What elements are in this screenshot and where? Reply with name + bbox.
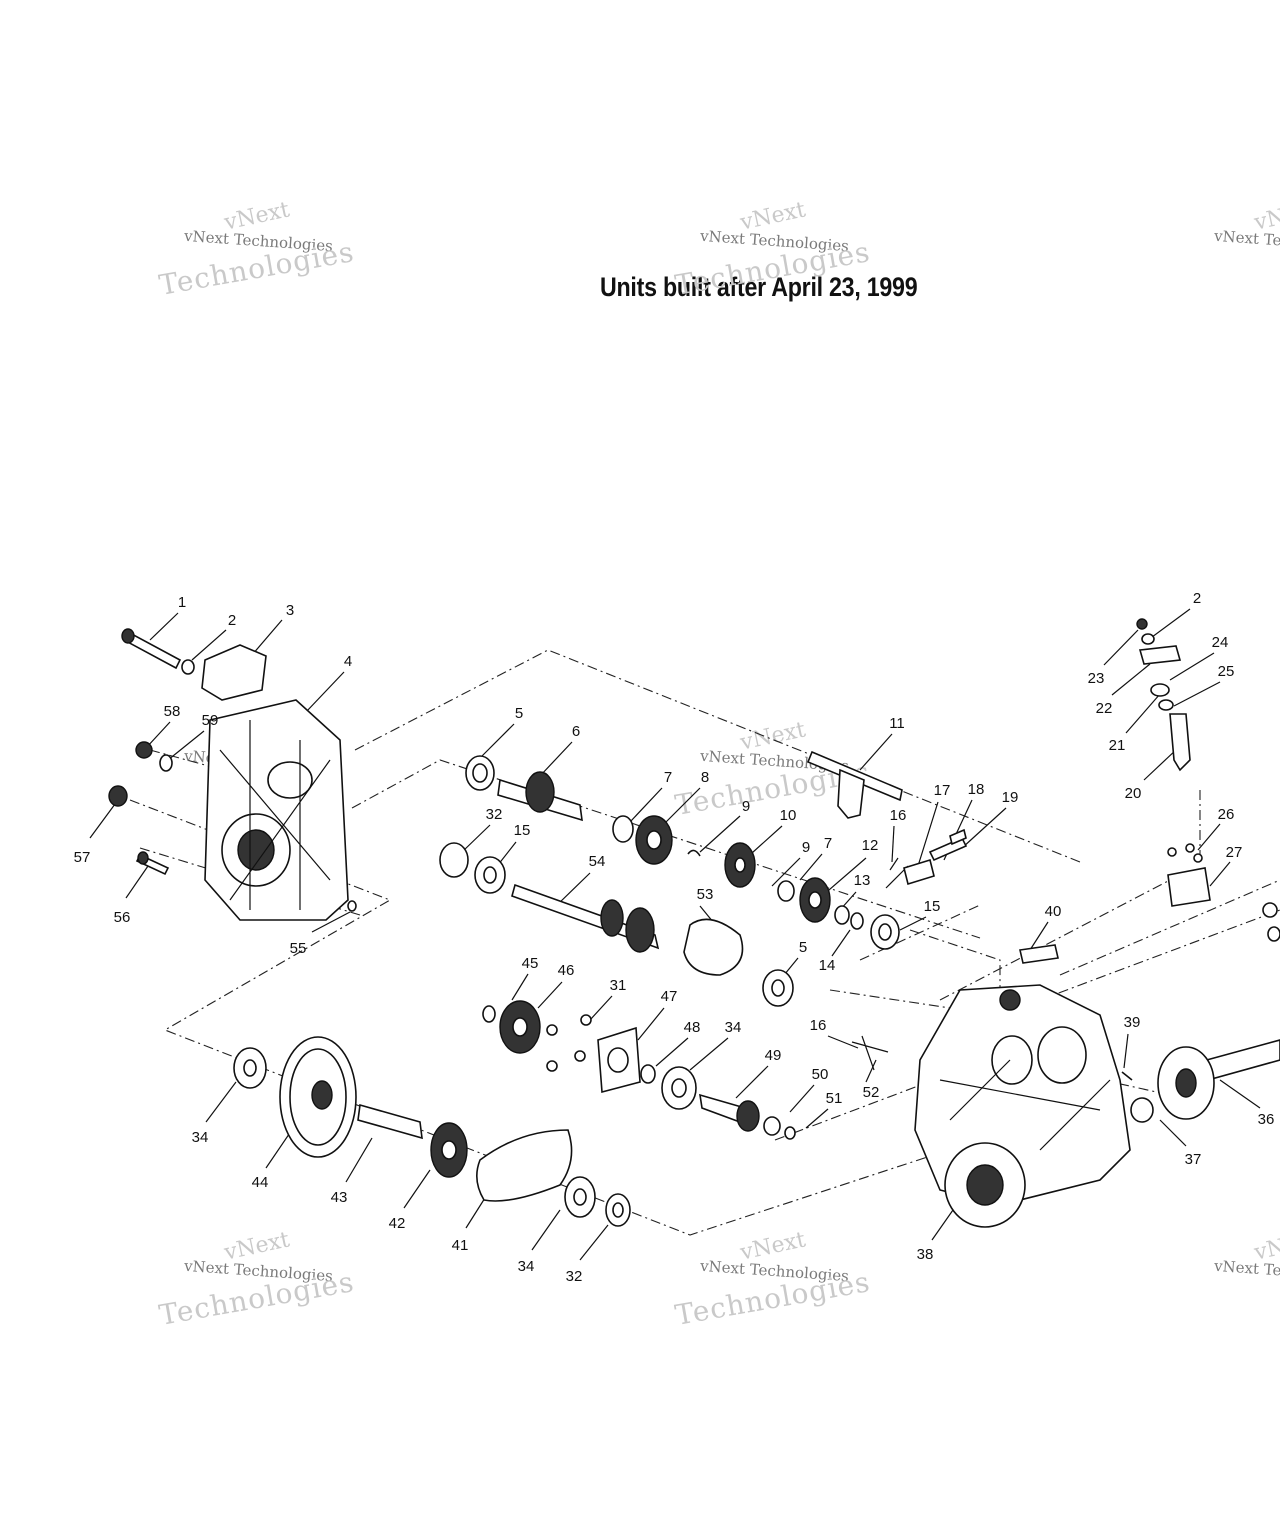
callout-16: 16 [890, 807, 907, 824]
callout-3: 3 [286, 602, 294, 619]
callout-52: 52 [863, 1084, 880, 1101]
callout-57: 57 [74, 849, 91, 866]
callout-9: 9 [742, 798, 750, 815]
callout-4: 4 [344, 653, 352, 670]
callout-37: 37 [1185, 1151, 1202, 1168]
callout-54: 54 [589, 853, 606, 870]
callout-34: 34 [518, 1258, 535, 1275]
callout-15: 15 [924, 898, 941, 915]
callout-49: 49 [765, 1047, 782, 1064]
callout-50: 50 [812, 1066, 829, 1083]
callout-51: 51 [826, 1090, 843, 1107]
callout-42: 42 [389, 1215, 406, 1232]
callout-8: 8 [701, 769, 709, 786]
callout-14: 14 [819, 957, 836, 974]
callout-24: 24 [1212, 634, 1229, 651]
callout-34: 34 [725, 1019, 742, 1036]
callout-39: 39 [1124, 1014, 1141, 1031]
callout-46: 46 [558, 962, 575, 979]
callout-11: 11 [889, 715, 905, 732]
callout-59: 59 [202, 712, 219, 729]
callout-47: 47 [661, 988, 678, 1005]
callout-41: 41 [452, 1237, 469, 1254]
callout-12: 12 [862, 837, 879, 854]
callout-22: 22 [1096, 700, 1113, 717]
callout-15: 15 [514, 822, 531, 839]
callout-55: 55 [290, 940, 307, 957]
callout-23: 23 [1088, 670, 1105, 687]
callout-1: 1 [178, 594, 186, 611]
callout-21: 21 [1109, 737, 1126, 754]
callout-53: 53 [697, 886, 714, 903]
callout-38: 38 [917, 1246, 934, 1263]
callout-2: 2 [228, 612, 236, 629]
main-case-group [885, 618, 1280, 1228]
callout-27: 27 [1226, 844, 1243, 861]
callout-32: 32 [486, 806, 503, 823]
callout-7: 7 [664, 769, 672, 786]
callout-25: 25 [1218, 663, 1235, 680]
callout-26: 26 [1218, 806, 1235, 823]
callout-34: 34 [192, 1129, 209, 1146]
drive-group [233, 1000, 889, 1227]
callout-44: 44 [252, 1174, 269, 1191]
callout-56: 56 [114, 909, 131, 926]
callout-19: 19 [1002, 789, 1019, 806]
callout-5: 5 [515, 705, 523, 722]
callout-18: 18 [968, 781, 985, 798]
callout-9: 9 [802, 839, 810, 856]
callout-48: 48 [684, 1019, 701, 1036]
callout-7: 7 [824, 835, 832, 852]
callout-2: 2 [1193, 590, 1201, 607]
callout-13: 13 [854, 872, 871, 889]
callout-10: 10 [780, 807, 797, 824]
callout-17: 17 [934, 782, 951, 799]
callout-58: 58 [164, 703, 181, 720]
callout-5: 5 [799, 939, 807, 956]
callout-40: 40 [1045, 903, 1062, 920]
diagram-title: Units built after April 23, 1999 [600, 272, 918, 302]
callout-20: 20 [1125, 785, 1142, 802]
callout-31: 31 [610, 977, 627, 994]
callout-32: 32 [566, 1268, 583, 1285]
left-cover-group [108, 628, 357, 921]
callout-45: 45 [522, 955, 539, 972]
callout-36: 36 [1258, 1111, 1275, 1128]
callout-16: 16 [810, 1017, 827, 1034]
callout-43: 43 [331, 1189, 348, 1206]
gear-shaft-group [439, 750, 903, 1007]
callout-6: 6 [572, 723, 580, 740]
